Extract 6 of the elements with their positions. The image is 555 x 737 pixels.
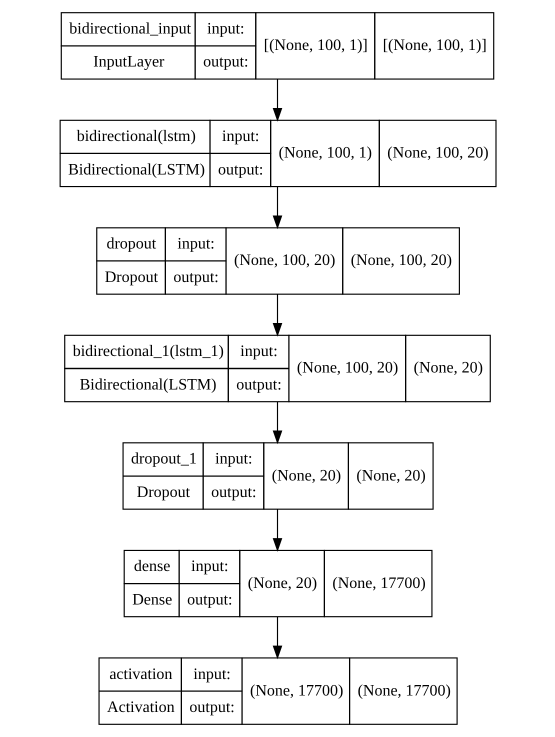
arrow: [272, 616, 282, 660]
arrow: [272, 402, 282, 444]
arrow: [272, 294, 282, 337]
arrow: [272, 186, 282, 230]
arrow: [272, 509, 282, 552]
arrow: [272, 79, 282, 122]
